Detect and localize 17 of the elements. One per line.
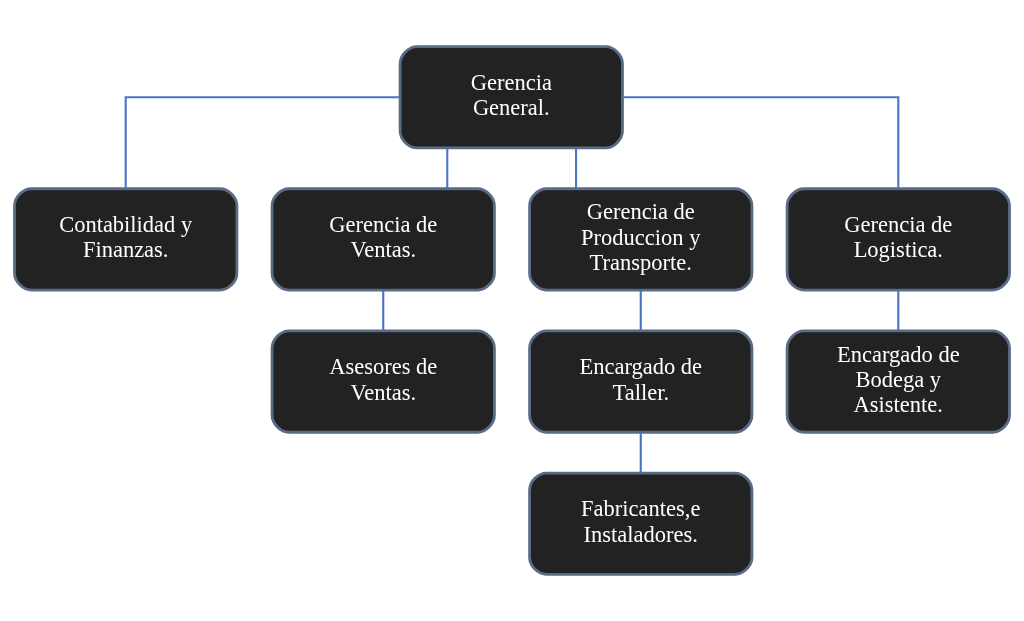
node-box: Fabricantes,e Instaladores. <box>528 471 754 576</box>
node-box: Encargado de Bodega y Asistente. <box>785 329 1011 434</box>
connector <box>639 432 642 473</box>
node-box: Encargado de Taller. <box>528 329 754 434</box>
connector <box>574 148 578 189</box>
connector <box>622 96 900 189</box>
connector <box>446 148 449 189</box>
connector <box>897 290 900 331</box>
connector <box>124 96 400 189</box>
node-box: Asesores de Ventas. <box>270 329 496 434</box>
node-box: Gerencia de Ventas. <box>270 187 496 292</box>
node-box: Gerencia de Logistica. <box>785 187 1011 292</box>
node-box: Contabilidad y Finanzas. <box>13 187 239 292</box>
node-box: Gerencia General. <box>398 45 624 150</box>
node-box: Gerencia de Produccion y Transporte. <box>528 187 754 292</box>
connector <box>639 290 642 331</box>
connector <box>382 290 385 331</box>
